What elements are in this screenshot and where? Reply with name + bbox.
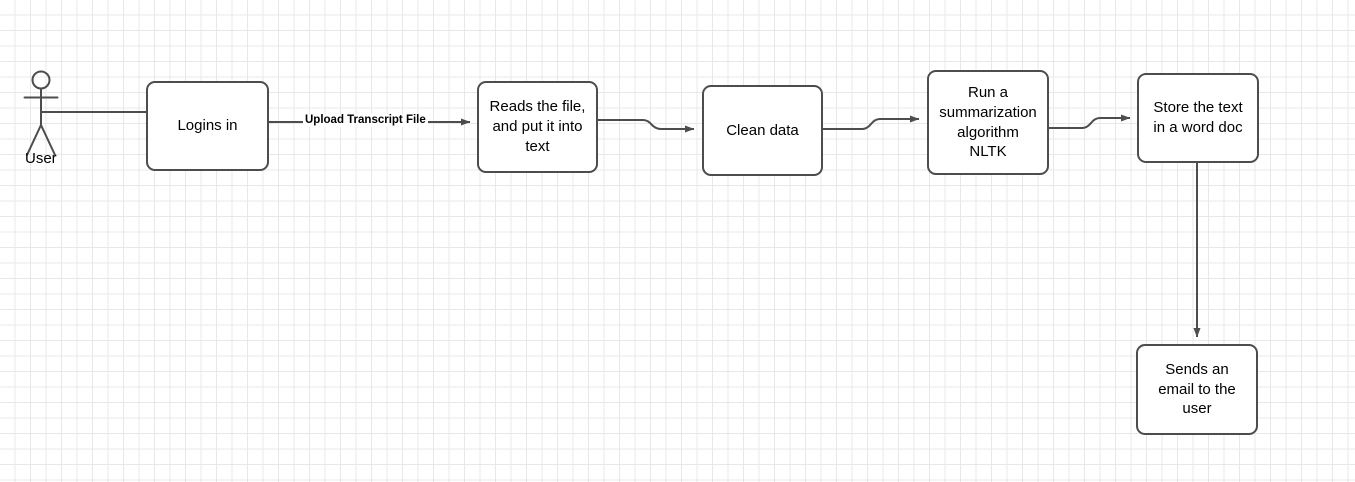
- user-actor-label: User: [25, 150, 57, 167]
- user-actor-figure[interactable]: [14, 64, 86, 160]
- edge-reads-to-clean: [597, 119, 695, 133]
- actor-left-leg-line: [26, 124, 42, 156]
- node-reads-file[interactable]: Reads the file, and put it into text: [477, 81, 598, 173]
- edge-clean-to-summarize: [822, 115, 920, 130]
- node-send-email[interactable]: Sends an email to the user: [1136, 344, 1258, 435]
- node-logins-in[interactable]: Logins in: [146, 81, 269, 171]
- actor-right-leg-line: [40, 124, 56, 156]
- node-store-word-doc[interactable]: Store the text in a word doc: [1137, 73, 1259, 163]
- edge-summarize-to-store: [1048, 114, 1131, 129]
- actor-head-icon: [31, 70, 51, 90]
- node-summarize-nltk[interactable]: Run a summarization algorithm NLTK: [927, 70, 1049, 175]
- edge-label-upload-transcript-file: Upload Transcript File: [303, 114, 428, 127]
- node-clean-data[interactable]: Clean data: [702, 85, 823, 176]
